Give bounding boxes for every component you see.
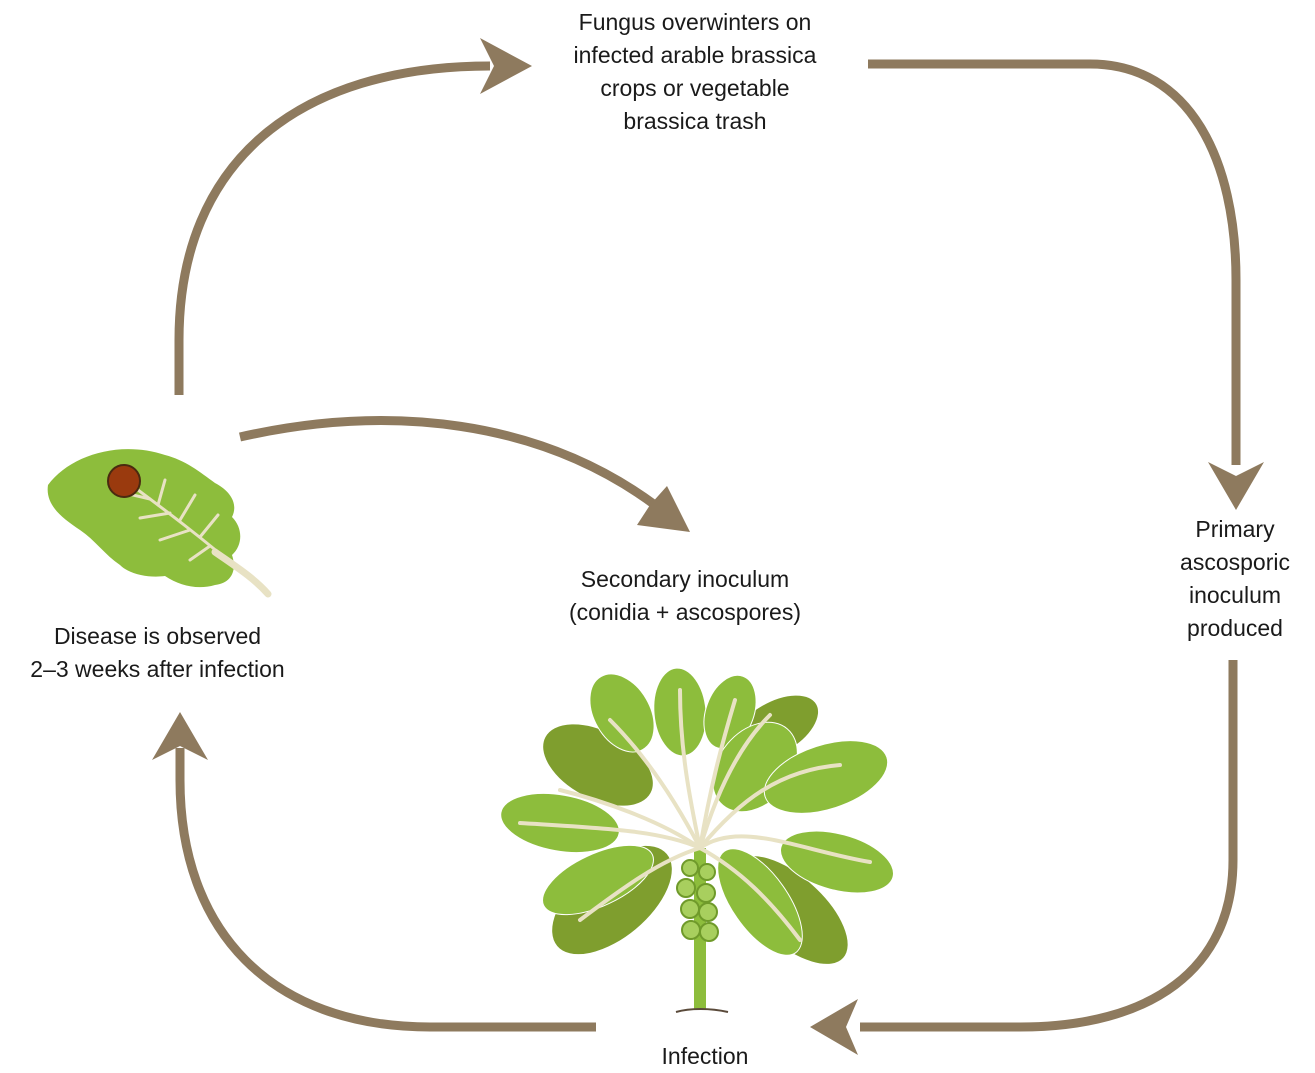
disease-line-2: 2–3 weeks after infection <box>30 656 285 682</box>
primary-line-2: ascosporic <box>1180 549 1290 575</box>
node-infection-label: Infection <box>590 1040 820 1073</box>
arrowhead-secondary <box>637 486 690 532</box>
overwinter-line-2: infected arable brassica <box>573 42 817 68</box>
disease-line-1: Disease is observed <box>53 623 262 649</box>
arrow-overwinter-to-primary <box>868 59 1241 465</box>
primary-line-4: produced <box>1187 615 1283 641</box>
arrow-infection-to-disease <box>175 748 596 1032</box>
arrow-disease-to-overwinter <box>174 61 491 395</box>
secondary-line-2: (conidia + ascospores) <box>568 599 802 625</box>
arrow-primary-to-infection <box>860 660 1238 1032</box>
arrowhead-disease <box>152 712 208 760</box>
primary-line-3: inoculum <box>1188 582 1282 608</box>
overwinter-line-4: brassica trash <box>623 108 767 134</box>
overwinter-line-1: Fungus overwinters on <box>578 9 812 35</box>
arrowhead-infection <box>810 999 858 1055</box>
secondary-line-1: Secondary inoculum <box>580 566 790 592</box>
node-disease-label: Disease is observed 2–3 weeks after infe… <box>0 620 315 686</box>
primary-line-1: Primary <box>1195 516 1275 542</box>
brassica-plant-icon <box>500 667 894 1013</box>
overwinter-line-3: crops or vegetable <box>600 75 790 101</box>
node-overwinter-label: Fungus overwinters on infected arable br… <box>520 6 870 138</box>
node-secondary-label: Secondary inoculum (conidia + ascospores… <box>500 563 870 629</box>
diseased-leaf-icon <box>47 449 272 598</box>
node-primary-label: Primary ascosporic inoculum produced <box>1155 513 1315 645</box>
arrowhead-primary <box>1208 462 1264 510</box>
infection-line-1: Infection <box>661 1043 749 1069</box>
arrow-secondary-inoculum <box>239 416 658 509</box>
arrowhead-overwinter <box>480 38 532 94</box>
